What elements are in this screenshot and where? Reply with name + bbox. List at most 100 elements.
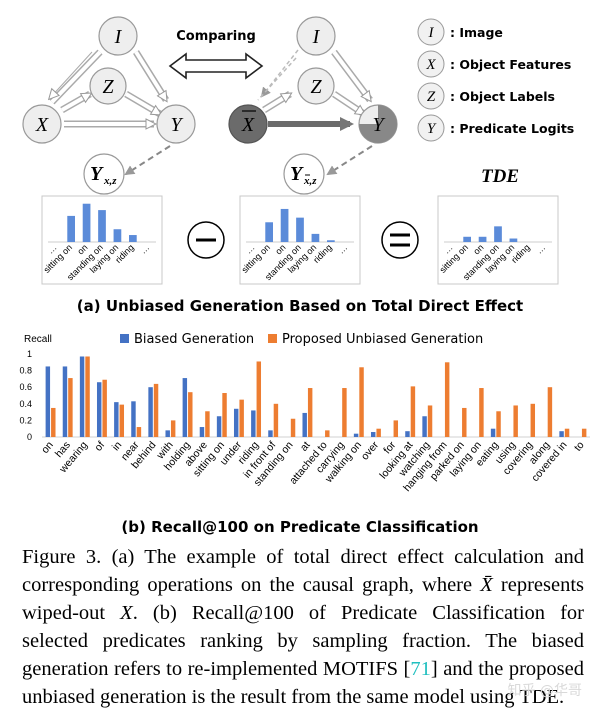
- bar-biased: [45, 366, 51, 437]
- output-node-right: [283, 153, 325, 195]
- node-i-right-label: I: [312, 26, 321, 48]
- bar-unbiased: [462, 407, 467, 437]
- output-right-label: Y: [290, 163, 304, 185]
- subcaption-a: (a) Unbiased Generation Based on Total D…: [76, 297, 524, 315]
- legend-entry: Proposed Unbiased Generation: [282, 332, 483, 347]
- mini-bar: [327, 240, 335, 242]
- bar-biased: [490, 428, 496, 437]
- bar-unbiased: [581, 428, 587, 437]
- bar-unbiased: [359, 367, 364, 437]
- bar-unbiased: [256, 361, 262, 437]
- mini-bar: [311, 233, 320, 242]
- bar-unbiased: [547, 387, 553, 437]
- mini-bar: [463, 236, 471, 242]
- bar-unbiased: [479, 388, 484, 437]
- mini-bar: [265, 222, 273, 242]
- bar-biased: [216, 416, 222, 437]
- y-tick-label: 0.6: [19, 382, 32, 392]
- legend-swatch: [120, 334, 129, 343]
- bar-unbiased: [393, 420, 399, 437]
- output-node-left: [83, 153, 125, 195]
- y-tick-label: 0: [27, 432, 32, 442]
- bar-biased: [370, 432, 376, 437]
- y-tick-label: 0.2: [19, 415, 32, 425]
- bar-unbiased: [530, 403, 536, 437]
- bar-unbiased: [153, 383, 159, 437]
- comparing-arrow: Comparing: [168, 29, 264, 80]
- bar-unbiased: [307, 388, 313, 437]
- recall-bar-chart: Recall Biased Generation Proposed Unbiased…: [19, 332, 590, 494]
- bar-unbiased: [102, 379, 107, 437]
- legend-entry: Biased Generation: [134, 332, 254, 347]
- mini-bar: [509, 238, 518, 242]
- minus-operator: [187, 221, 225, 259]
- bar-unbiased: [170, 420, 176, 437]
- watermark: 知乎 @华哥: [507, 683, 582, 699]
- legend-symbol-i: [417, 18, 445, 46]
- node-z-right-label: Z: [310, 76, 322, 98]
- bar-unbiased: [376, 428, 381, 437]
- causal-graph-left: I Z X Y Y x,z: [22, 16, 196, 195]
- legend-symbol-label: I: [428, 25, 435, 41]
- legend-text: : Object Features: [450, 57, 571, 72]
- node-i-left: [98, 16, 138, 56]
- bar-biased: [165, 430, 170, 437]
- output-right-subscript: x,z: [303, 175, 317, 187]
- caption-part2: represents wiped-out: [22, 574, 584, 624]
- y-axis-label: Recall: [24, 334, 52, 345]
- mini-bar: [129, 235, 137, 242]
- bar-unbiased: [290, 418, 296, 437]
- caption-x: X: [120, 602, 133, 624]
- mini-bar: [98, 210, 106, 242]
- bar-unbiased: [205, 411, 210, 437]
- mini-bar: [478, 236, 487, 242]
- legend-symbol-label: Y: [427, 121, 437, 137]
- node-y-right-label: Y: [372, 114, 385, 136]
- bar-biased: [233, 408, 239, 437]
- tde-label: TDE: [481, 166, 519, 187]
- output-left-label: Y: [90, 163, 104, 185]
- caption-xbar: X̄: [480, 574, 493, 596]
- bar-unbiased: [119, 404, 125, 437]
- y-tick-label: 0.8: [19, 366, 32, 376]
- bar-unbiased: [342, 388, 347, 437]
- bar-biased: [422, 416, 427, 437]
- node-xbar-right: [228, 104, 268, 144]
- bar-unbiased: [188, 392, 193, 437]
- comparing-label: Comparing: [176, 29, 256, 44]
- bar-unbiased: [496, 411, 501, 437]
- node-z-left: [89, 67, 127, 105]
- node-y-left-label: Y: [170, 114, 183, 136]
- x-tick-label: of: [92, 439, 107, 453]
- bar-unbiased: [51, 407, 56, 437]
- mini-bar: [67, 215, 75, 242]
- legend-symbol-z: [417, 82, 445, 110]
- legend-text: : Predicate Logits: [450, 121, 574, 136]
- node-y-left: [156, 104, 196, 144]
- bar-biased: [353, 433, 359, 437]
- bar-unbiased: [136, 427, 142, 437]
- node-z-left-label: Z: [102, 76, 114, 98]
- bar-biased: [268, 430, 273, 437]
- caption-part4: ] and the proposed unbiased generation i…: [22, 658, 585, 708]
- citation-link[interactable]: 71: [410, 658, 431, 680]
- bar-unbiased: [222, 393, 227, 437]
- bar-biased: [559, 431, 564, 437]
- bar-unbiased: [273, 403, 279, 437]
- mini-bar: [280, 208, 289, 242]
- bar-biased: [79, 356, 85, 437]
- x-tick-label: to: [572, 439, 587, 454]
- bar-biased: [114, 402, 119, 437]
- legend-symbol-label: Z: [427, 89, 436, 105]
- y-tick-label: 1: [27, 349, 32, 359]
- bar-biased: [251, 410, 256, 437]
- legend-swatch: [268, 334, 277, 343]
- node-i-left-label: I: [114, 26, 123, 48]
- bar-unbiased: [427, 405, 433, 437]
- bar-unbiased: [410, 386, 416, 437]
- y-tick-label: 0.4: [19, 399, 32, 409]
- bar-biased: [148, 387, 153, 437]
- bar-biased: [302, 412, 307, 437]
